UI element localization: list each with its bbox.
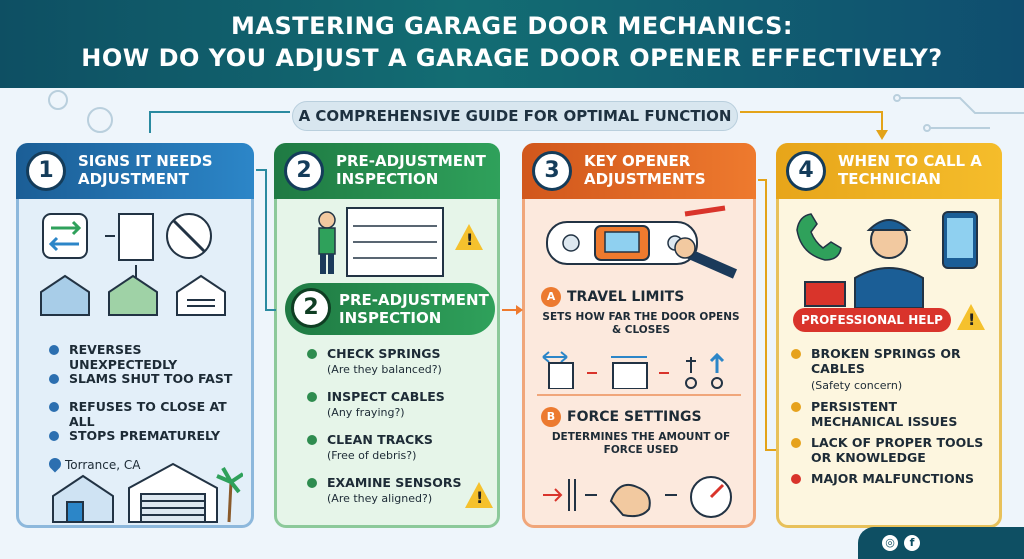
- section-force-settings: B FORCE SETTINGS DETERMINES THE AMOUNT OF…: [541, 406, 741, 527]
- step-number: 4: [786, 151, 826, 191]
- list-item: MAJOR MALFUNCTIONS: [791, 471, 991, 493]
- panel-pre-adjustment: 2 PRE-ADJUSTMENT INSPECTION 2 PRE-ADJUST…: [274, 143, 500, 528]
- step-number: 1: [26, 151, 66, 191]
- bullet-dot: [49, 402, 59, 412]
- header-title-line1: MASTERING GARAGE DOOR MECHANICS:: [231, 12, 793, 40]
- panel-header: 1 SIGNS IT NEEDS ADJUSTMENT: [16, 143, 254, 199]
- toolbox-icon: [804, 281, 846, 307]
- person-icon: [318, 211, 336, 229]
- section-description: DETERMINES THE AMOUNT OF FORCE USED: [551, 430, 731, 456]
- sub-header-inspection: 2 PRE-ADJUSTMENT INSPECTION: [285, 283, 495, 335]
- panel-title: SIGNS IT NEEDS ADJUSTMENT: [78, 152, 213, 188]
- decor-circuits: [48, 90, 1024, 140]
- technician-illustration: [796, 211, 978, 308]
- step-number: 2: [291, 288, 331, 328]
- panel-title: PRE-ADJUSTMENT INSPECTION: [336, 152, 486, 188]
- gear-icon: [87, 107, 113, 133]
- warning-icon: [455, 224, 483, 250]
- garage-inspection-illustration: [318, 207, 444, 277]
- list-item: CLEAN TRACKS(Free of debris?): [307, 432, 462, 475]
- signs-illustration: [40, 213, 226, 316]
- arrow-icon: [542, 350, 568, 363]
- open-door-icon: [118, 213, 154, 261]
- connector-arrow: [758, 179, 776, 451]
- arrow-up-icon: [709, 352, 725, 373]
- arrow-icon: [543, 487, 563, 502]
- technician-list: BROKEN SPRINGS OR CABLES(Safety concern)…: [791, 346, 991, 499]
- location-label: Torrance, CA: [46, 455, 140, 473]
- panel-signs-adjustment: 1 SIGNS IT NEEDS ADJUSTMENT REVERSES UNE…: [16, 143, 254, 528]
- list-item: STOPS PREMATURELY: [49, 428, 251, 457]
- list-item: PERSISTENT MECHANICAL ISSUES: [791, 399, 991, 429]
- bullet-dot: [307, 435, 317, 445]
- list-item: CHECK SPRINGS(Are they balanced?): [307, 346, 462, 389]
- houses-palm-illustration: [52, 462, 243, 523]
- section-description: SETS HOW FAR THE DOOR OPENS & CLOSES: [542, 310, 740, 336]
- warning-icon: [465, 482, 493, 508]
- houses-icon: [40, 274, 226, 316]
- bullet-dot: [791, 402, 801, 412]
- bullet-dot: [49, 430, 59, 441]
- section-badge: B: [541, 406, 561, 427]
- globe-icon[interactable]: ◎: [882, 535, 898, 551]
- panel-header: 3 KEY OPENER ADJUSTMENTS: [522, 143, 756, 199]
- bullet-dot: [791, 474, 801, 484]
- connector-arrow: [502, 305, 523, 315]
- professional-help-badge: PROFESSIONAL HELP: [793, 308, 951, 332]
- bullet-dot: [49, 373, 59, 384]
- section-title: TRAVEL LIMITS: [567, 288, 685, 305]
- header-title-line2: HOW DO YOU ADJUST A GARAGE DOOR OPENER E…: [81, 44, 943, 72]
- bolt-icon: [686, 356, 696, 373]
- panel-title: WHEN TO CALL A TECHNICIAN: [838, 152, 982, 188]
- door-icon: [612, 361, 648, 390]
- subtitle-pill: A COMPREHENSIVE GUIDE FOR OPTIMAL FUNCTI…: [292, 101, 738, 131]
- section-badge: A: [541, 286, 561, 307]
- bullet-dot: [307, 349, 317, 359]
- opener-adjust-illustration: [546, 205, 738, 279]
- list-item: REFUSES TO CLOSE AT ALL: [49, 399, 251, 429]
- bullet-dot: [307, 392, 317, 402]
- gear-icon: [685, 376, 697, 389]
- panel-call-technician: 4 WHEN TO CALL A TECHNICIAN PROFESSIONAL…: [776, 143, 1002, 528]
- bullet-dot: [791, 438, 801, 448]
- social-bar: ◎ f: [858, 527, 1024, 559]
- phone-icon: [796, 213, 842, 261]
- gear-icon: [711, 376, 723, 389]
- panel-key-adjustments: 3 KEY OPENER ADJUSTMENTS A TRAVEL LIMITS …: [522, 143, 756, 528]
- travel-limits-icons: [542, 350, 725, 390]
- sub-title: PRE-ADJUSTMENT INSPECTION: [339, 291, 489, 327]
- panel-header: 4 WHEN TO CALL A TECHNICIAN: [776, 143, 1002, 199]
- screwdriver-icon: [684, 205, 726, 217]
- swap-arrows-icon: [42, 213, 88, 259]
- list-item: BROKEN SPRINGS OR CABLES(Safety concern): [791, 346, 991, 393]
- inspection-list: CHECK SPRINGS(Are they balanced?) INSPEC…: [307, 346, 462, 518]
- connector-arrow: [256, 169, 276, 311]
- section-travel-limits: A TRAVEL LIMITS SETS HOW FAR THE DOOR OPE…: [541, 286, 741, 393]
- gear-icon: [48, 90, 68, 110]
- force-settings-icons: [543, 475, 732, 518]
- hand-icon: [609, 483, 651, 517]
- panel-header: 2 PRE-ADJUSTMENT INSPECTION: [274, 143, 500, 199]
- header-banner: MASTERING GARAGE DOOR MECHANICS: HOW DO …: [0, 0, 1024, 88]
- palm-tree-icon: [216, 467, 243, 494]
- list-item: INSPECT CABLES(Any fraying?): [307, 389, 462, 432]
- door-icon: [548, 361, 574, 390]
- bullet-dot: [791, 349, 801, 359]
- bullet-dot: [307, 478, 317, 488]
- warning-icon: [957, 304, 985, 330]
- list-item: REVERSES UNEXPECTEDLY: [49, 342, 251, 372]
- step-number: 3: [532, 151, 572, 191]
- facebook-icon[interactable]: f: [904, 535, 920, 551]
- section-divider: [537, 394, 741, 396]
- panel-title: KEY OPENER ADJUSTMENTS: [584, 152, 706, 188]
- list-item: EXAMINE SENSORS(Are they aligned?): [307, 475, 462, 518]
- signs-list: REVERSES UNEXPECTEDLY SLAMS SHUT TOO FAS…: [49, 342, 251, 456]
- section-title: FORCE SETTINGS: [567, 408, 702, 425]
- hand-icon: [682, 247, 738, 279]
- list-item: SLAMS SHUT TOO FAST: [49, 371, 251, 400]
- step-number: 2: [284, 151, 324, 191]
- bullet-dot: [49, 345, 59, 355]
- list-item: LACK OF PROPER TOOLS OR KNOWLEDGE: [791, 435, 991, 465]
